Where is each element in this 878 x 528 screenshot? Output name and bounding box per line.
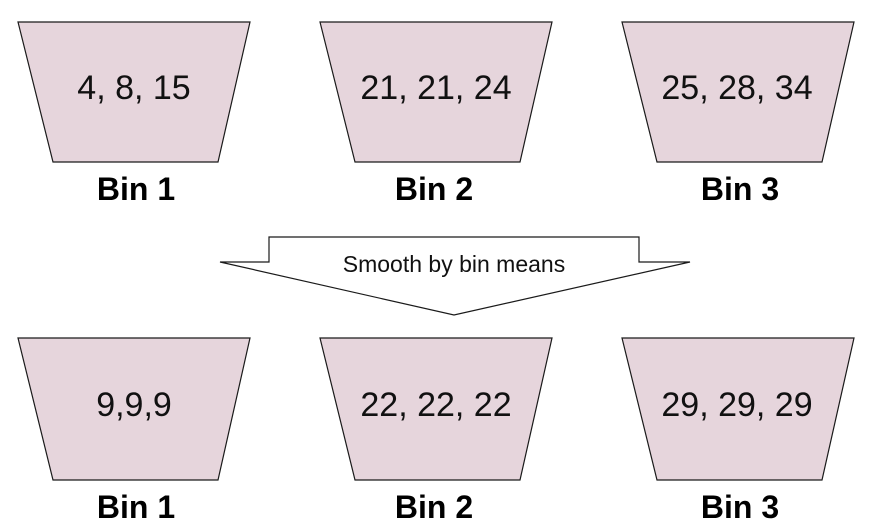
bottom-bin-2: 22, 22, 22 Bin 2 [319, 337, 553, 525]
bottom-bin-1-shape [17, 337, 251, 481]
top-bin-3-label: Bin 3 [701, 171, 779, 207]
bottom-bin-2-label: Bin 2 [395, 489, 473, 525]
top-bin-1-values: 4, 8, 15 [77, 69, 190, 107]
top-bin-2: 21, 21, 24 Bin 2 [319, 21, 553, 207]
bottom-bin-3-values: 29, 29, 29 [661, 386, 812, 424]
top-bin-2-shape [319, 21, 553, 163]
bottom-bin-2-shape [319, 337, 553, 481]
smoothing-arrow: Smooth by bin means [219, 236, 691, 316]
top-bin-2-label: Bin 2 [395, 171, 473, 207]
top-bin-1-shape [17, 21, 251, 163]
top-bin-1-label: Bin 1 [97, 171, 175, 207]
top-bin-3-shape [621, 21, 855, 163]
bottom-bin-3-shape [621, 337, 855, 481]
bottom-bin-1-values: 9,9,9 [96, 386, 172, 424]
top-bin-2-values: 21, 21, 24 [360, 69, 511, 107]
top-bin-3-values: 25, 28, 34 [661, 69, 812, 107]
top-row: 4, 8, 15 Bin 1 21, 21, 24 Bin 2 25, 28, … [17, 21, 855, 207]
bottom-bin-3-label: Bin 3 [701, 489, 779, 525]
bottom-bin-3: 29, 29, 29 Bin 3 [621, 337, 855, 525]
bottom-bin-2-values: 22, 22, 22 [360, 386, 511, 424]
arrow-label: Smooth by bin means [343, 251, 565, 277]
bottom-bin-1-label: Bin 1 [97, 489, 175, 525]
down-arrow-icon [219, 236, 691, 316]
bottom-row: 9,9,9 Bin 1 22, 22, 22 Bin 2 29, 29, 29 … [17, 337, 855, 525]
bottom-bin-1: 9,9,9 Bin 1 [17, 337, 251, 525]
top-bin-1: 4, 8, 15 Bin 1 [17, 21, 251, 207]
top-bin-3: 25, 28, 34 Bin 3 [621, 21, 855, 207]
